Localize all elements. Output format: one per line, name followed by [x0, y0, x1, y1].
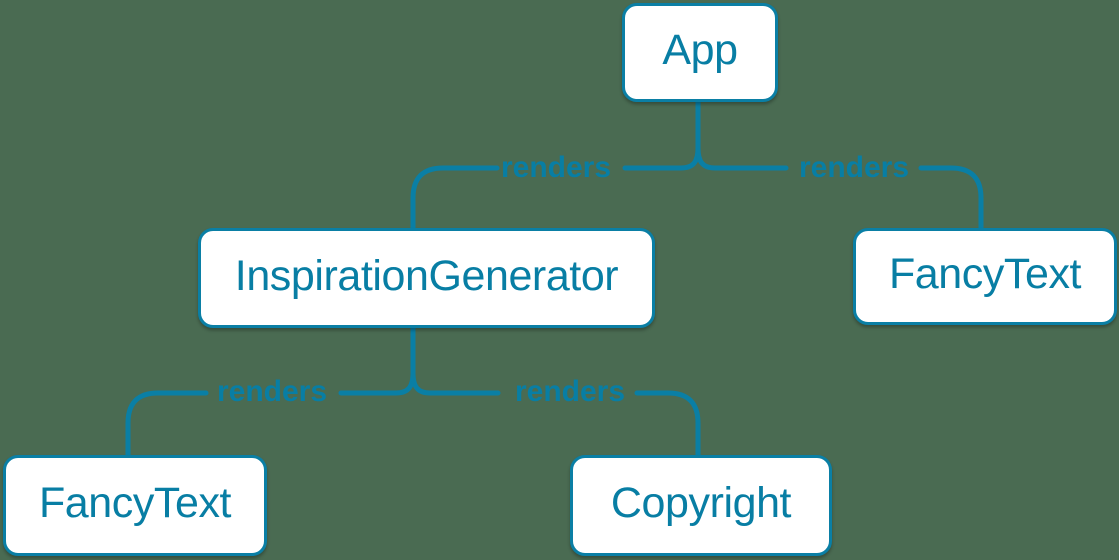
edge-app-to-inspirationgenerator-left-segment	[410, 165, 500, 231]
node-inspiration-generator: InspirationGenerator	[198, 228, 655, 328]
edge-app-to-fancytext-right-segment	[918, 165, 984, 231]
edge-label-app-inspirationgenerator: renders	[500, 151, 612, 184]
node-fancy-text-left-label: FancyText	[38, 479, 232, 527]
edge-inspirationgenerator-to-copyright-left-segment	[410, 324, 501, 396]
edge-app-to-inspirationgenerator-right-segment	[622, 99, 701, 171]
node-copyright: Copyright	[570, 455, 832, 556]
edge-inspirationgenerator-to-copyright-right-segment	[634, 390, 701, 458]
edge-label-app-fancytext: renders	[798, 151, 910, 184]
node-fancy-text-left: FancyText	[3, 455, 267, 556]
edge-inspirationgenerator-to-fancytext-right-segment	[338, 324, 416, 396]
node-app-label: App	[662, 26, 738, 74]
edge-inspirationgenerator-to-fancytext-left-segment	[125, 390, 209, 458]
node-fancy-text-right-label: FancyText	[888, 250, 1082, 298]
node-copyright-label: Copyright	[610, 479, 792, 527]
edge-label-inspirationgenerator-fancytext: renders	[216, 375, 328, 408]
node-inspiration-generator-label: InspirationGenerator	[234, 251, 619, 300]
node-fancy-text-right: FancyText	[853, 228, 1117, 325]
edge-label-inspirationgenerator-copyright: renders	[514, 375, 626, 408]
edge-app-to-fancytext-left-segment	[695, 99, 789, 171]
node-app: App	[622, 3, 778, 102]
